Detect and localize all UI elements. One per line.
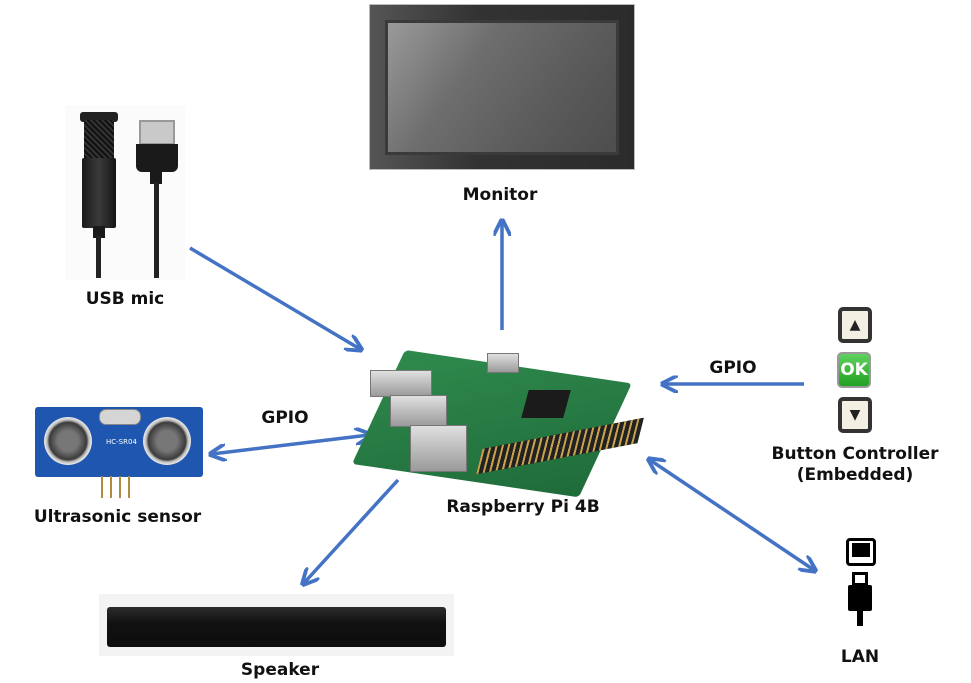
- mic-body: [82, 158, 116, 228]
- mic-head: [80, 112, 118, 122]
- usb-connector-body: [136, 144, 178, 172]
- arrow-mic-to-pi: [189, 246, 360, 349]
- monitor-image: [369, 4, 635, 170]
- transmitter-icon: [44, 417, 92, 465]
- button-controller-label-line1: Button Controller: [771, 444, 939, 464]
- gpio-label-ultrasonic: GPIO: [261, 408, 309, 428]
- jack-socket: [852, 543, 870, 557]
- usb-plug-icon: [139, 120, 175, 145]
- ok-icon: OK: [840, 360, 868, 380]
- arrow-ultrasonic-pi: [212, 435, 369, 454]
- arrow-pi-to-speaker: [304, 478, 400, 583]
- rj45-plug-icon: [848, 585, 872, 611]
- monitor-screen: [388, 23, 616, 152]
- soc-chip: [521, 390, 571, 418]
- sensor-model-text: HC-SR04: [106, 438, 137, 446]
- rj45-clip: [852, 572, 868, 586]
- usb-port-1: [390, 395, 447, 427]
- sensor-pins: [101, 476, 135, 498]
- mic-grille: [84, 120, 114, 160]
- soundbar: [107, 607, 446, 647]
- usb-cable: [154, 182, 159, 278]
- arrow-up-icon: ▲: [849, 317, 861, 333]
- usb-port-2: [410, 425, 467, 472]
- lan-cable: [857, 610, 863, 626]
- hdmi-port: [487, 353, 519, 373]
- monitor-label: Monitor: [462, 185, 538, 205]
- mic-neck: [93, 226, 105, 238]
- speaker-label: Speaker: [240, 660, 320, 680]
- arrow-pi-lan: [650, 460, 814, 570]
- lan-label: LAN: [840, 647, 880, 667]
- arrow-down-icon: ▼: [849, 407, 861, 423]
- button-up: ▲: [838, 307, 872, 343]
- crystal-oscillator: [99, 409, 141, 425]
- button-ok: OK: [837, 352, 871, 388]
- button-controller-label-line2: (Embedded): [796, 465, 914, 485]
- ethernet-port: [370, 370, 432, 397]
- ethernet-jack-icon: [846, 538, 876, 566]
- mic-cable: [96, 236, 101, 278]
- raspberry-pi-label: Raspberry Pi 4B: [446, 497, 600, 517]
- ultrasonic-label: Ultrasonic sensor: [33, 507, 202, 527]
- button-controller-label: Button Controller (Embedded): [765, 444, 945, 486]
- raspberry-pi-image: [351, 345, 645, 498]
- gpio-label-buttons: GPIO: [709, 358, 757, 378]
- usb-neck: [150, 170, 162, 184]
- button-down: ▼: [838, 397, 872, 433]
- receiver-icon: [143, 417, 191, 465]
- usb-mic-label: USB mic: [85, 289, 165, 309]
